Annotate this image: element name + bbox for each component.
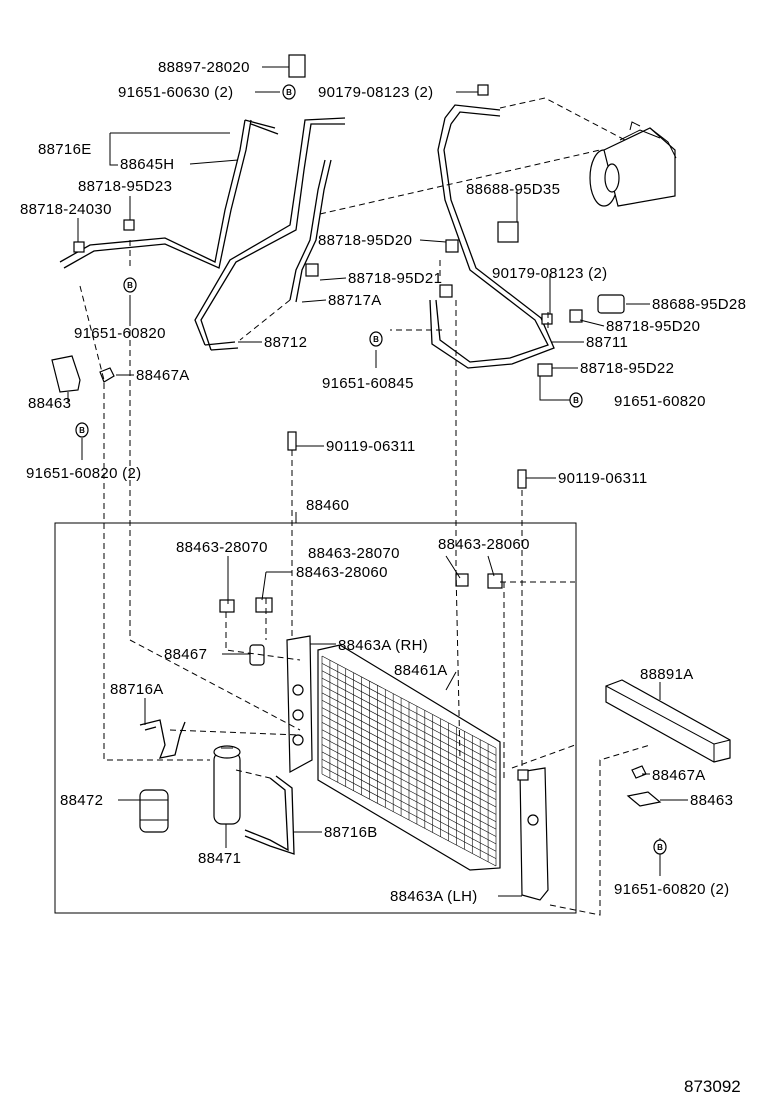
label-88467A-left: 88467A <box>136 367 190 384</box>
label-88463-left: 88463 <box>28 395 71 412</box>
label-88718-95D22: 88718-95D22 <box>580 360 674 377</box>
label-88718-95D23: 88718-95D23 <box>78 178 172 195</box>
label-88463-28060-a: 88463-28060 <box>438 536 530 553</box>
label-88463A-RH: 88463A (RH) <box>338 637 428 654</box>
small-clamps <box>73 219 583 781</box>
label-88460: 88460 <box>306 497 349 514</box>
hose-88717A <box>289 159 332 303</box>
bolt-badge-icon: B <box>282 84 296 100</box>
pipe-88716A <box>139 719 186 759</box>
label-88897-28020: 88897-28020 <box>158 59 250 76</box>
label-91651-60845: 91651-60845 <box>322 375 414 392</box>
cushion-88467 <box>249 644 265 666</box>
label-91651-60820-right: 91651-60820 <box>614 393 706 410</box>
label-88467: 88467 <box>164 646 207 663</box>
label-88461A: 88461A <box>394 662 448 679</box>
bolt-badge-icon: B <box>369 331 383 347</box>
bracket-88463-right <box>626 791 662 807</box>
svg-text:B: B <box>373 335 379 344</box>
label-88463-28070-b: 88463-28070 <box>308 545 400 562</box>
label-88645H: 88645H <box>120 156 174 173</box>
clip-88897-28020 <box>288 54 306 78</box>
svg-text:B: B <box>657 843 663 852</box>
label-90119-06311-right: 90119-06311 <box>558 470 648 487</box>
label-88718-95D20-mid: 88718-95D20 <box>318 232 412 249</box>
label-90179-08123-2-top: 90179-08123 (2) <box>318 84 433 101</box>
bolt-badge-icons: B B B B B B <box>75 84 667 855</box>
label-88471: 88471 <box>198 850 241 867</box>
label-91651-60630-2: 91651-60630 (2) <box>118 84 233 101</box>
dashed-leaders <box>79 97 651 916</box>
clip-88688-95D35 <box>497 221 519 243</box>
pipe-88716B <box>244 775 295 855</box>
bolt-badge-icon: B <box>653 839 667 855</box>
label-88463A-LH: 88463A (LH) <box>390 888 478 905</box>
label-88716B: 88716B <box>324 824 378 841</box>
condenser-assembly-frame <box>54 522 577 914</box>
diagram-reference-number: 873092 <box>684 1077 741 1096</box>
bolt-badge-icon: B <box>123 277 137 293</box>
label-88718-24030: 88718-24030 <box>20 201 112 218</box>
bolt-badge-icon: B <box>569 392 583 408</box>
clip-88688-95D28 <box>597 294 625 314</box>
label-88718-95D20-right: 88718-95D20 <box>606 318 700 335</box>
label-88463-28070-a: 88463-28070 <box>176 539 268 556</box>
leader-lines <box>67 66 688 897</box>
label-88467A-right: 88467A <box>652 767 706 784</box>
hose-88711 <box>429 104 555 369</box>
bracket-88472 <box>139 789 169 833</box>
bolt-badge-icon: B <box>75 422 89 438</box>
label-88472: 88472 <box>60 792 103 809</box>
label-88717A: 88717A <box>328 292 382 309</box>
label-91651-60820-2-left: 91651-60820 (2) <box>26 465 141 482</box>
label-88712: 88712 <box>264 334 307 351</box>
receiver-drier <box>213 745 241 825</box>
label-88891A: 88891A <box>640 666 694 683</box>
bracket-88463A-LH <box>519 767 549 901</box>
label-88688-95D28: 88688-95D28 <box>652 296 746 313</box>
label-91651-60820-2-right: 91651-60820 (2) <box>614 881 729 898</box>
label-90119-06311-left: 90119-06311 <box>326 438 416 455</box>
label-88716A: 88716A <box>110 681 164 698</box>
bracket-88463-left <box>51 355 81 393</box>
label-88463-28060-b: 88463-28060 <box>296 564 388 581</box>
svg-text:B: B <box>286 88 292 97</box>
svg-text:B: B <box>79 426 85 435</box>
label-88688-95D35: 88688-95D35 <box>466 181 560 198</box>
compressor-drawing <box>589 121 677 207</box>
label-88718-95D21: 88718-95D21 <box>348 270 442 287</box>
part-labels: 88897-28020 91651-60630 (2) 90179-08123 … <box>20 59 746 1096</box>
label-88711: 88711 <box>586 334 628 351</box>
bracket-88463A-RH <box>286 635 313 773</box>
condenser-fin-grid <box>321 655 497 867</box>
hose-88712 <box>194 117 346 351</box>
label-91651-60820-left: 91651-60820 <box>74 325 166 342</box>
seal-88891A <box>605 679 731 763</box>
hose-88716E <box>59 119 279 269</box>
svg-text:B: B <box>127 281 133 290</box>
label-90179-08123-2-mid: 90179-08123 (2) <box>492 265 607 282</box>
label-88716E: 88716E <box>38 141 92 158</box>
svg-text:B: B <box>573 396 579 405</box>
bolts <box>99 84 647 779</box>
label-88463-right: 88463 <box>690 792 733 809</box>
